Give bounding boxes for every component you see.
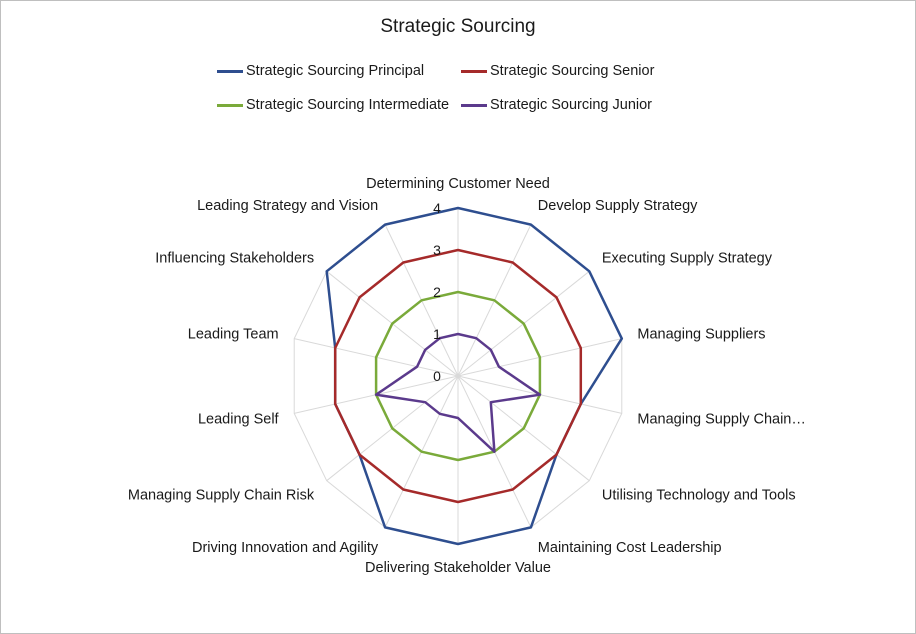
legend-label-principal: Strategic Sourcing Principal [246,63,425,79]
radial-tick-4: 4 [433,200,441,216]
radial-tick-0: 0 [433,368,441,384]
radial-tick-2: 2 [433,284,441,300]
category-label-develop-supply-strategy: Develop Supply Strategy [538,198,698,214]
legend-swatch-senior [461,69,487,73]
category-label-leading-self: Leading Self [198,411,280,427]
legend-label-junior: Strategic Sourcing Junior [490,97,652,113]
radial-tick-3: 3 [433,242,441,258]
category-label-executing-supply-strategy: Executing Supply Strategy [602,251,773,267]
legend-swatch-junior [461,103,487,107]
legend-label-intermediate: Strategic Sourcing Intermediate [246,97,450,113]
legend-swatch-principal [217,69,243,73]
legend-item-junior: Strategic Sourcing Junior [461,95,652,115]
series-line-junior [374,332,542,453]
series-line-intermediate [374,290,542,462]
legend-label-senior: Strategic Sourcing Senior [490,63,655,79]
chart-title: Strategic Sourcing [380,16,536,37]
category-label-influencing-stakeholders: Influencing Stakeholders [155,251,314,267]
legend-swatch-intermediate [217,103,243,107]
category-label-managing-suppliers: Managing Suppliers [637,327,765,343]
category-label-maintaining-cost-leadership: Maintaining Cost Leadership [538,540,722,556]
radial-tick-1: 1 [433,326,441,342]
category-label-leading-team: Leading Team [188,327,279,343]
category-label-managing-supply-chain-risk: Managing Supply Chain Risk [128,488,315,504]
category-label-leading-strategy-and-vision: Leading Strategy and Vision [197,198,378,214]
category-label-utilising-technology-and-tools: Utilising Technology and Tools [602,488,796,504]
category-label-determining-customer-need: Determining Customer Need [366,176,550,192]
category-label-managing-supply-chain: Managing Supply Chain… [637,411,805,427]
legend-item-intermediate: Strategic Sourcing Intermediate [217,95,449,115]
legend-item-senior: Strategic Sourcing Senior [461,61,654,81]
series-line-senior [333,248,583,504]
legend-item-principal: Strategic Sourcing Principal [217,61,424,81]
series-line-principal [325,206,624,546]
category-label-delivering-stakeholder-value: Delivering Stakeholder Value [365,560,551,576]
category-label-driving-innovation-and-agility: Driving Innovation and Agility [192,540,379,556]
